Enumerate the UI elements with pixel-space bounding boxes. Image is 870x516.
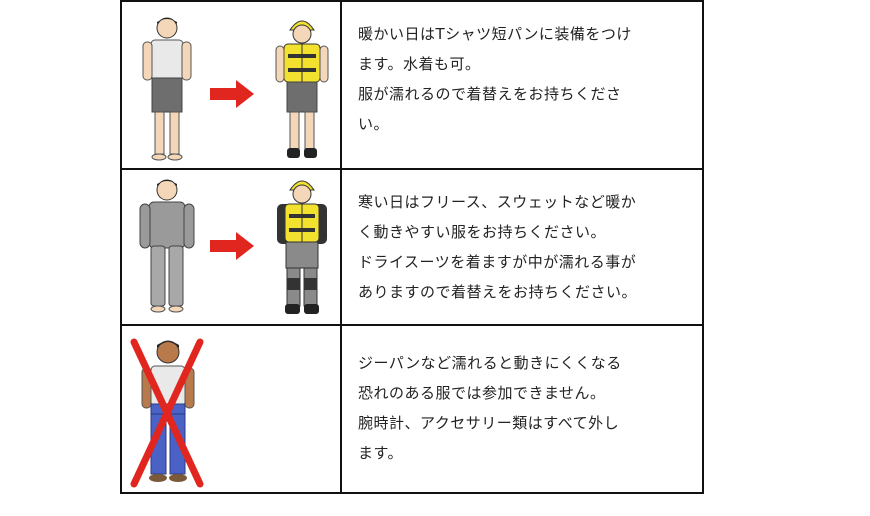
column-divider [340,2,342,168]
row-cold-day: 寒い日はフリース、スウェットなど暖か く動きやすい服をお持ちください。 ドライス… [122,170,702,326]
cold-line-3: ドライスーツを着ますが中が濡れる事が [358,253,637,271]
cold-line-4: ありますので着替えをお持ちください。 [358,283,638,301]
illustration-cell-cold [122,170,340,324]
column-divider [340,326,342,494]
person-tshirt-figure [142,17,192,161]
prohibited-line-4: ます。 [358,444,404,462]
column-divider [340,170,342,324]
person-sweatsuit-figure [139,179,195,313]
person-jeans-figure [141,340,195,482]
prohibited-cross-icon [130,338,204,488]
right-arrow-icon [210,232,254,260]
cold-line-2: く動きやすい服をお持ちください。 [358,223,607,241]
person-with-vest-figure [275,20,329,158]
row-warm-day: 暖かい日はTシャツ短パンに装備をつけ ます。水着も可。 服が濡れるので着替えをお… [122,2,702,170]
illustration-cell-prohibited [122,326,340,494]
warm-line-4: い。 [358,115,390,133]
prohibited-line-3: 腕時計、アクセサリー類はすべて外し [358,414,620,432]
prohibited-line-1: ジーパンなど濡れると動きにくくなる [358,354,622,372]
right-arrow-icon [210,80,254,108]
warm-line-2: ます。水着も可。 [358,55,481,73]
row-not-allowed: ジーパンなど濡れると動きにくくなる 恐れのある服では参加できません。 腕時計、ア… [122,326,702,494]
prohibited-line-2: 恐れのある服では参加できません。 [358,384,606,402]
warm-line-3: 服が濡れるので着替えをお持ちくださ [358,85,622,103]
cold-line-1: 寒い日はフリース、スウェットなど暖か [358,193,637,211]
illustration-cell-warm [122,2,340,168]
text-cell-warm: 暖かい日はTシャツ短パンに装備をつけ ます。水着も可。 服が濡れるので着替えをお… [358,2,698,185]
person-drysuit-figure [277,180,327,314]
warm-line-1: 暖かい日はTシャツ短パンに装備をつけ [358,25,632,43]
text-cell-cold: 寒い日はフリース、スウェットなど暖か く動きやすい服をお持ちください。 ドライス… [358,170,698,341]
clothing-guide-table: 暖かい日はTシャツ短パンに装備をつけ ます。水着も可。 服が濡れるので着替えをお… [120,0,704,494]
text-cell-prohibited: ジーパンなど濡れると動きにくくなる 恐れのある服では参加できません。 腕時計、ア… [358,326,698,516]
